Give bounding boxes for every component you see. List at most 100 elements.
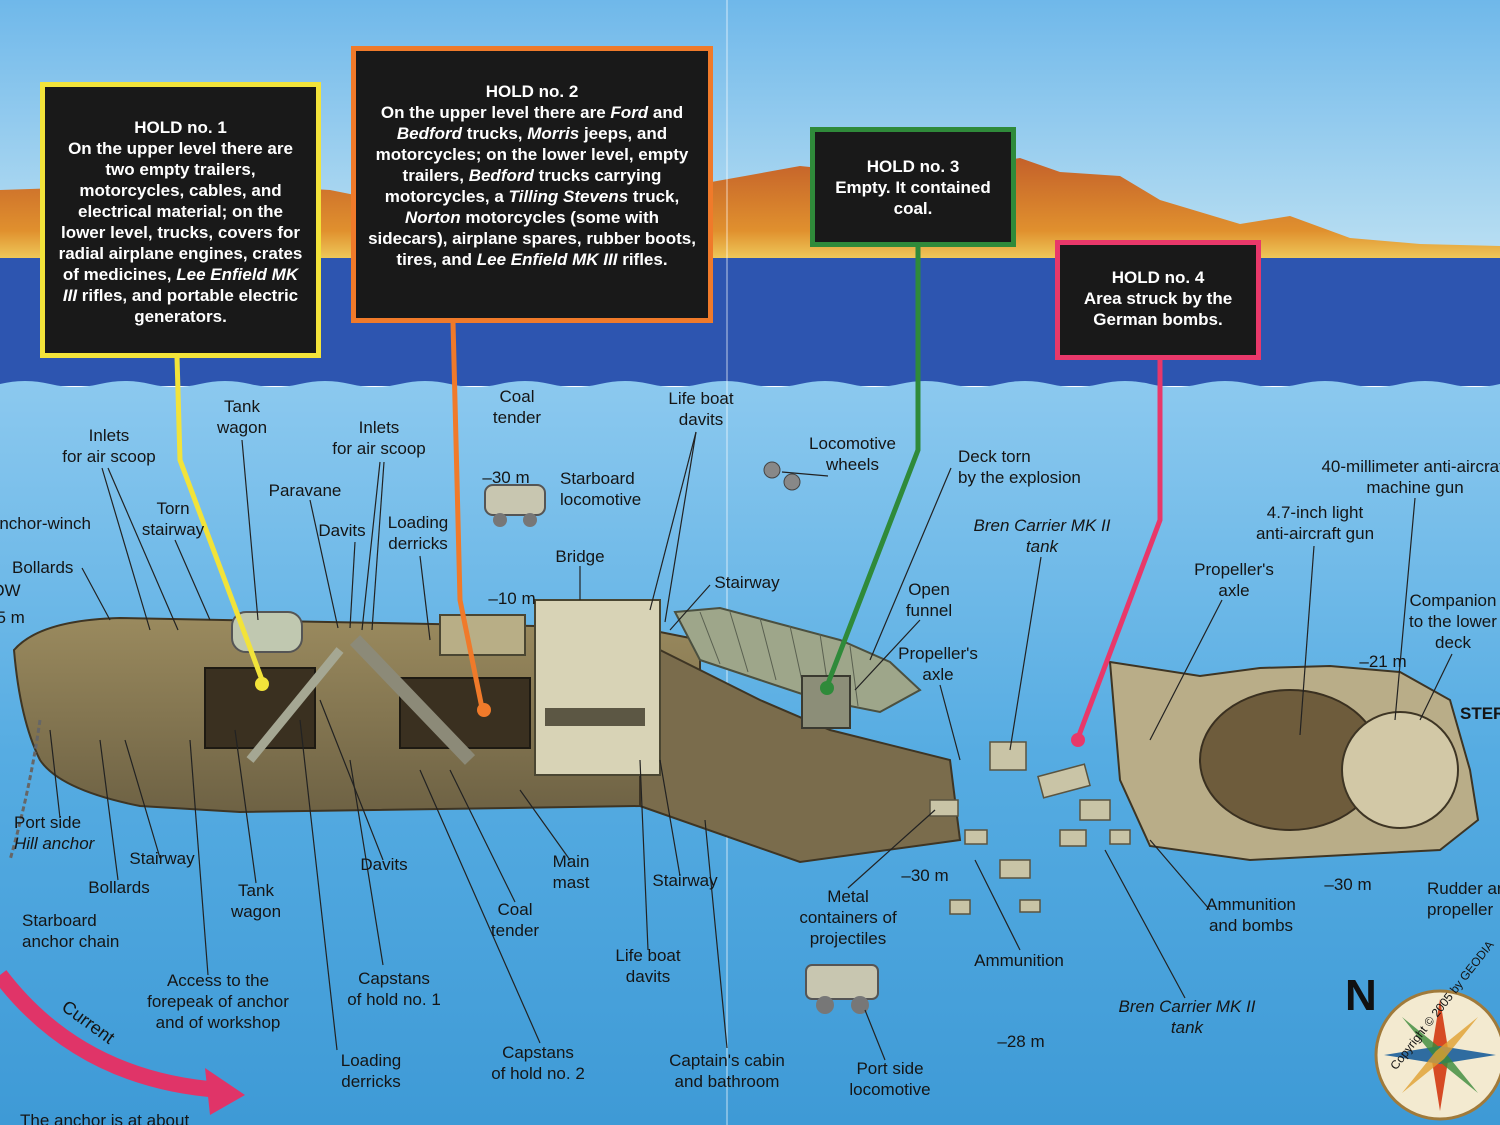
label-bow-line: BOW [0, 581, 21, 600]
label-capstans-hold-1-line: Capstans [358, 969, 430, 988]
label-port-side-locomotive-line: Port side [856, 1059, 924, 1078]
label-inlets-air-scoop-left: Inlets for air scoop [50, 425, 168, 467]
label-capstans-hold-1: Capstans of hold no. 1 [334, 968, 454, 1010]
hold-2-leader [450, 321, 485, 709]
label-bollards-top-line: Bollards [12, 558, 74, 577]
starboard-locomotive-wreck [484, 484, 546, 527]
label-locomotive-wheels-line: wheels [826, 455, 879, 474]
hold-text-segment: and [648, 103, 684, 122]
compass-rose [1374, 989, 1500, 1121]
hold-1-contents: On the upper level there are two empty t… [59, 139, 303, 326]
label-tank-wagon-top-line: Tank [224, 397, 260, 416]
label-inlets-air-scoop-left-line: for air scoop [62, 447, 156, 466]
label-coal-tender-top-line: Coal [499, 387, 535, 406]
label-ammunition-bombs-line: Ammunition [1206, 895, 1296, 914]
label-depth-28-line: –28 m [997, 1032, 1045, 1051]
label-bollards-bottom: Bollards [82, 877, 156, 898]
label-depth-30-mid-line: –30 m [901, 866, 949, 885]
label-starboard-locomotive: Starboard locomotive [560, 468, 641, 510]
label-anchor-winch-line: Anchor-winch [0, 514, 91, 533]
label-metal-containers-line: projectiles [809, 929, 887, 948]
hold-text-segment: Lee Enfield MK III [476, 250, 618, 269]
hold-1-leader [174, 356, 265, 681]
label-loading-derricks-top-line: derricks [388, 534, 448, 553]
label-captains-cabin-line: and bathroom [674, 1072, 780, 1091]
label-stairway-top: Stairway [707, 572, 787, 593]
label-access-forepeak: Access to the forepeak of anchor and of wo… [133, 970, 303, 1033]
label-life-boat-davits-top-line: davits [678, 410, 724, 429]
label-bridge-line: Bridge [555, 547, 605, 566]
label-companion-deck-line: Companion [1409, 591, 1497, 610]
label-stairway-bottom-mid-line: Stairway [652, 871, 718, 890]
label-bren-carrier-top-line: tank [1025, 537, 1059, 556]
label-inlets-air-scoop-left-line: Inlets [88, 426, 130, 445]
label-tank-wagon-bottom-line: wagon [230, 902, 282, 921]
hold-text-segment: Lee Enfield MK III [62, 265, 299, 305]
label-depth-21-line: –21 m [1359, 652, 1407, 671]
current-arrowhead [205, 1068, 245, 1115]
label-starboard-locomotive-line: Starboard [560, 469, 635, 488]
label-stairway-bottom-left: Stairway [122, 848, 202, 869]
hold-text-segment: On the upper level there are two empty t… [58, 139, 303, 284]
label-open-funnel-line: funnel [905, 601, 953, 620]
label-depth-30-right: –30 m [1316, 874, 1380, 895]
label-companion-deck: Companion to the lower deck [1405, 590, 1500, 653]
label-davits-top-line: Davits [318, 521, 366, 540]
label-depth-10-line: –10 m [488, 589, 536, 608]
label-access-forepeak-line: Access to the [166, 971, 270, 990]
label-main-mast-line: Main [552, 852, 590, 871]
label-access-forepeak-line: forepeak of anchor [147, 992, 289, 1011]
label-starboard-anchor-chain-line: anchor chain [22, 932, 120, 951]
label-capstans-hold-1-line: of hold no. 1 [347, 990, 441, 1009]
north-marker: N [1345, 971, 1377, 1020]
label-bren-carrier-bottom-line: tank [1170, 1018, 1204, 1037]
label-stairway-bottom-left-line: Stairway [129, 849, 195, 868]
label-access-forepeak-line: and of workshop [155, 1013, 281, 1032]
label-life-boat-davits-top-line: Life boat [668, 389, 734, 408]
label-anchor-winch: Anchor-winch [0, 513, 91, 534]
hold-text-segment: motorcycles (some with sidecars), airpla… [368, 208, 696, 269]
label-companion-deck-line: to the lower [1409, 612, 1497, 631]
label-rudder-propeller: Rudder and propeller [1427, 878, 1500, 920]
label-bren-carrier-top-line: Bren Carrier MK II [973, 516, 1111, 535]
hold-1-title: HOLD no. 1 [134, 118, 227, 137]
label-deck-torn-line: Deck torn [958, 447, 1031, 466]
label-ammunition: Ammunition [964, 950, 1074, 971]
label-depth-5-line: –5 m [0, 608, 25, 627]
label-coal-tender-top: Coal tender [482, 386, 552, 428]
label-davits-bottom-line: Davits [360, 855, 408, 874]
label-tank-wagon-bottom-line: Tank [238, 881, 274, 900]
label-port-side-anchor: Port side Hill anchor [14, 812, 94, 854]
hold-3-contents: Empty. It contained coal. [835, 178, 991, 218]
hold-text-segment: On the upper level there are [380, 103, 611, 122]
stern-hull-dome [1341, 711, 1459, 829]
label-depth-30-top: –30 m [474, 467, 538, 488]
label-rudder-propeller-line: Rudder and [1427, 879, 1500, 898]
label-capstans-hold-2-line: Capstans [502, 1043, 574, 1062]
label-port-side-anchor-line2: Hill anchor [14, 834, 95, 853]
label-deck-torn: Deck torn by the explosion [958, 446, 1081, 488]
hold-text-segment: Area struck by the German bombs. [1083, 289, 1233, 329]
label-depth-30-top-line: –30 m [482, 468, 530, 487]
hold-2-opening [399, 677, 531, 749]
label-stern-line: STERN [1460, 704, 1500, 723]
hold-4-contents: Area struck by the German bombs. [1084, 289, 1232, 329]
label-starboard-locomotive-line: locomotive [560, 490, 642, 509]
hold-text-segment: Tilling Stevens [508, 187, 629, 206]
port-side-locomotive-wreck [805, 964, 879, 1014]
label-companion-deck-line: deck [1435, 633, 1471, 652]
label-deck-torn-line: by the explosion [958, 468, 1081, 487]
label-coal-tender-top-line: tender [492, 408, 542, 427]
label-starboard-anchor-chain-line: Starboard [22, 911, 97, 930]
label-rudder-propeller-line: propeller [1427, 900, 1494, 919]
